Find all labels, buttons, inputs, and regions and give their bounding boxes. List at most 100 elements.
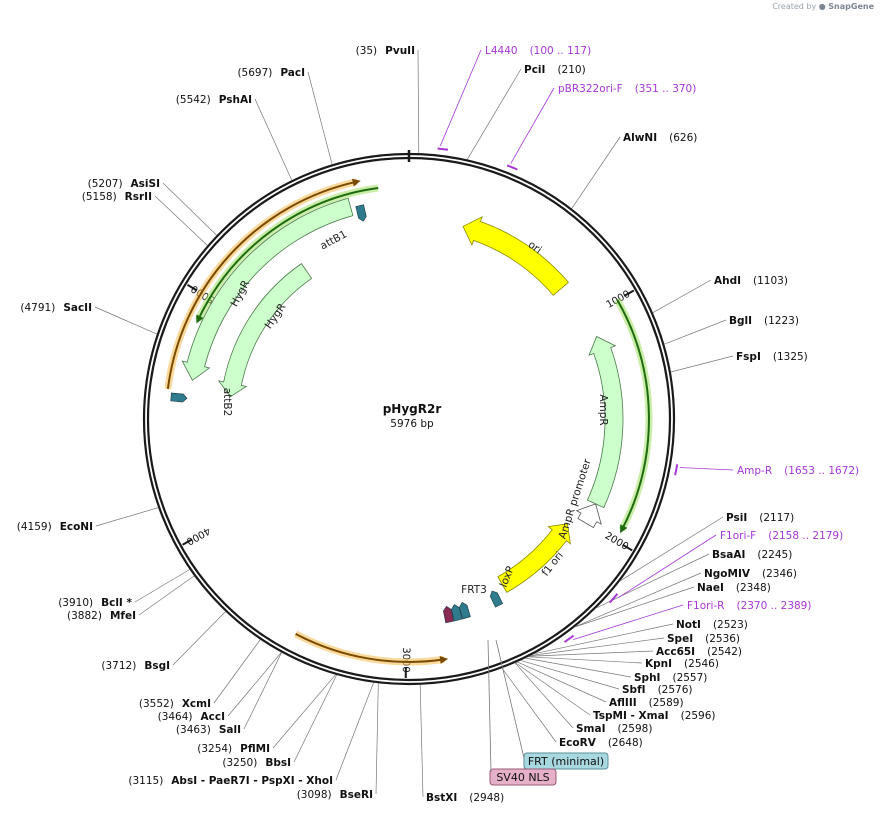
site-pos: (3910) — [58, 597, 93, 609]
primers: L4440(100 .. 117)pBR322ori-F(351 .. 370)… — [437, 45, 859, 643]
site-leader — [574, 586, 695, 628]
site-28: (3712)BsgI — [101, 660, 170, 672]
primer-range: (351 .. 370) — [635, 83, 697, 95]
tick-4000 — [182, 538, 193, 546]
site-pos: (3712) — [101, 660, 136, 672]
feature-frt3-b — [451, 604, 463, 622]
site-32: (4791)SacII — [20, 302, 92, 314]
primer-name: F1ori-R — [687, 600, 724, 612]
feature-frt3-c — [443, 605, 454, 624]
primer-leader — [617, 534, 717, 599]
site-27: (3552)XcmI — [139, 698, 211, 710]
site-35: (5542)PshAI — [176, 94, 252, 106]
primer-mark — [506, 164, 518, 171]
site-name: SmaI — [576, 723, 606, 735]
site-1: PciI (210) — [524, 64, 586, 76]
site-pos: (3882) — [67, 610, 102, 622]
site-name: TspMI - XmaI — [593, 710, 669, 722]
site-pos: (4159) — [17, 521, 52, 533]
orf-ampr-green-head — [620, 524, 628, 534]
site-36: (5697)PacI — [237, 67, 305, 79]
site-24: (3254)PflMI — [197, 743, 270, 755]
site-leader — [520, 660, 620, 690]
site-leader — [243, 652, 282, 730]
site-leader — [571, 136, 621, 209]
site-7: BsaAI(2245) — [712, 549, 792, 561]
site-leader — [375, 683, 379, 795]
feature-f1-ori — [497, 523, 571, 593]
feature-frt3-a — [459, 602, 471, 620]
site-21: (3098)BseRI — [297, 789, 373, 801]
site-pos: (3250) — [222, 757, 257, 769]
site-pos: (2546) — [684, 658, 719, 670]
site-10: NotI(2523) — [676, 619, 748, 631]
label-attb2: attB2 — [221, 388, 233, 417]
site-pos: (2346) — [762, 568, 797, 580]
primer-mark — [674, 464, 679, 476]
site-leader — [154, 195, 208, 246]
site-30: (3910)BclI * — [58, 597, 132, 609]
site-leader — [664, 319, 727, 345]
site-name: AsiSI — [131, 178, 160, 190]
site-25: (3463)SalI — [176, 724, 241, 736]
site-name: PciI — [524, 64, 545, 76]
site-leader — [134, 569, 190, 603]
sv40-nls-box — [489, 768, 557, 786]
site-pos: (2596) — [681, 710, 716, 722]
site-name: BstXI — [426, 792, 457, 804]
site-leader — [529, 650, 654, 657]
site-name: AhdI — [714, 275, 741, 287]
site-16: AflIII(2589) — [609, 697, 684, 709]
orf-ampr-green — [616, 299, 650, 531]
primer-range: (100 .. 117) — [530, 45, 592, 57]
site-0: (35)PvuII — [356, 45, 415, 57]
site-pos: (2576) — [658, 684, 693, 696]
primer-2: Amp-R(1653 .. 1672) — [737, 465, 859, 477]
site-pos: (2245) — [757, 549, 792, 561]
plasmid-length: 5976 bp — [390, 418, 434, 430]
site-name: PvuII — [385, 45, 415, 57]
site-20: BstXI (2948) — [426, 792, 504, 804]
feature-ori — [462, 216, 570, 296]
frt-minimal-label: FRT (minimal) — [528, 755, 604, 768]
site-pos: (2598) — [618, 723, 653, 735]
site-13: KpnI(2546) — [645, 658, 719, 670]
site-leader — [525, 657, 632, 678]
site-leader — [162, 182, 217, 236]
site-4: BglI(1223) — [729, 315, 799, 327]
site-name: EcoNI — [60, 521, 93, 533]
tick-label-4000: 4000 — [184, 525, 212, 547]
site-name: AflIII — [609, 697, 637, 709]
site-name: BseRI — [340, 789, 373, 801]
site-leader — [652, 279, 712, 314]
site-leader — [596, 553, 710, 609]
site-pos: (3254) — [197, 743, 232, 755]
site-19: EcoRV (2648) — [559, 737, 643, 749]
label-frt3: FRT3 — [461, 584, 487, 596]
orf-hygr-green-head — [196, 314, 204, 324]
site-leader — [272, 674, 336, 749]
primer-name: F1ori-F — [720, 530, 756, 542]
orf-hygr-green — [197, 187, 379, 321]
site-name: NotI — [676, 619, 701, 631]
site-pos: (1325) — [773, 351, 808, 363]
tick-2000 — [622, 543, 633, 552]
primer-4: F1ori-R(2370 .. 2389) — [687, 600, 811, 612]
site-name: EcoRV — [559, 737, 597, 749]
site-pos: (2948) — [469, 792, 504, 804]
site-leader — [293, 674, 337, 763]
site-pos: (2557) — [672, 672, 707, 684]
site-leader — [419, 684, 424, 798]
site-pos: (626) — [669, 132, 697, 144]
site-name: BglI — [729, 315, 752, 327]
site-pos: (210) — [557, 64, 585, 76]
site-pos: (2648) — [608, 737, 643, 749]
site-8: NgoMIV(2346) — [704, 568, 797, 580]
tick-label-2000: 2000 — [603, 530, 631, 552]
site-leader — [670, 355, 734, 373]
orf-hygr-orange — [166, 180, 358, 390]
site-17: TspMI - XmaI (2596) — [593, 710, 716, 722]
primer-3: F1ori-F(2158 .. 2179) — [720, 530, 843, 542]
site-name: SacII — [63, 302, 92, 314]
